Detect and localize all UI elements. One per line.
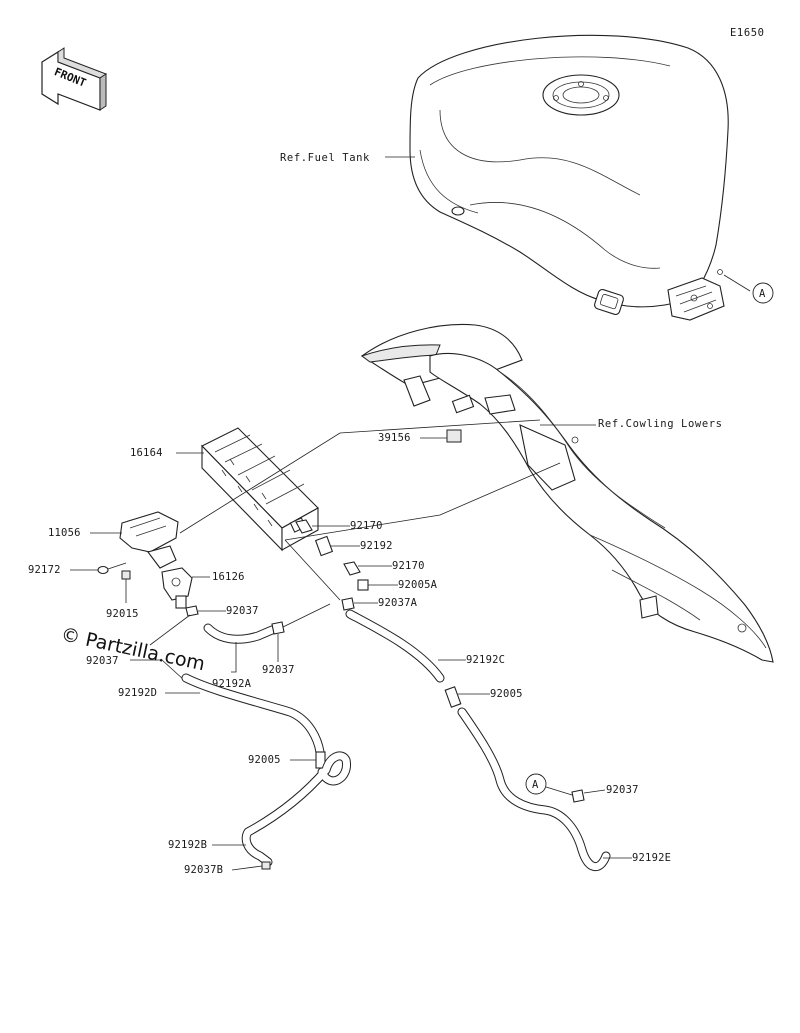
part-39156-pad [446,429,462,443]
part-label-92037b[interactable]: 92037B [184,864,223,876]
hose-92192b [241,751,351,867]
bracket-11056 [119,511,179,569]
part-label-92192a[interactable]: 92192A [212,678,252,690]
part-label-92037-a[interactable]: 92037 [226,605,259,617]
clamp-92037-valve [185,605,199,617]
hose-92192a [203,623,277,644]
fuel-tank-illustration [409,34,751,321]
part-label-39156[interactable]: 39156 [378,432,411,444]
clamp-92037-right [571,789,585,803]
hose-92192 [314,535,334,557]
part-label-92192e[interactable]: 92192E [632,852,671,864]
part-label-16126[interactable]: 16126 [212,571,245,583]
part-label-92192b[interactable]: 92192B [168,839,207,851]
part-label-11056[interactable]: 11056 [48,527,81,539]
part-label-92005a[interactable]: 92005A [398,579,438,591]
canister-16164 [201,427,319,552]
part-label-92192c[interactable]: 92192C [466,654,505,666]
part-label-92172[interactable]: 92172 [28,564,61,576]
connector-92005a [357,579,369,591]
ref-cowling-lowers-label: Ref.Cowling Lowers [598,418,723,430]
clamp-92037b [261,861,271,870]
part-label-92170-b[interactable]: 92170 [392,560,425,572]
ref-fuel-tank-label: Ref.Fuel Tank [280,152,370,164]
pipe-92170-upper [295,519,313,534]
part-label-92192d[interactable]: 92192D [118,687,157,699]
diagram-code: E1650 [730,27,765,39]
part-label-92037-d[interactable]: 92037 [606,784,639,796]
svg-text:A: A [532,779,539,791]
connector-92005-right [444,686,462,708]
part-label-92005-a[interactable]: 92005 [490,688,523,700]
part-label-16164[interactable]: 16164 [130,447,163,459]
part-label-92037-c[interactable]: 92037 [262,664,295,676]
hose-92192c [345,609,445,683]
part-label-92037a[interactable]: 92037A [378,597,418,609]
clamp-92037-hose-a [271,621,285,635]
part-label-92005-b[interactable]: 92005 [248,754,281,766]
part-label-92015[interactable]: 92015 [106,608,139,620]
watermark: © Partzilla.com [59,623,207,675]
part-label-92192[interactable]: 92192 [360,540,393,552]
hose-92192d [181,673,325,757]
clamp-92037a [341,597,355,611]
callout-a-circle-top: A [752,282,774,304]
valve-16126 [161,567,193,609]
part-label-92037-b[interactable]: 92037 [86,655,119,667]
callout-a-circle-bottom: A [525,773,547,795]
svg-text:A: A [759,288,766,300]
nut-92015 [121,570,131,580]
part-label-92170-a[interactable]: 92170 [350,520,383,532]
cowling-lower-illustration [360,323,774,663]
front-arrow-icon: FRONT [41,47,108,111]
pipe-92170-lower [343,561,361,576]
hose-92192e [457,707,611,871]
